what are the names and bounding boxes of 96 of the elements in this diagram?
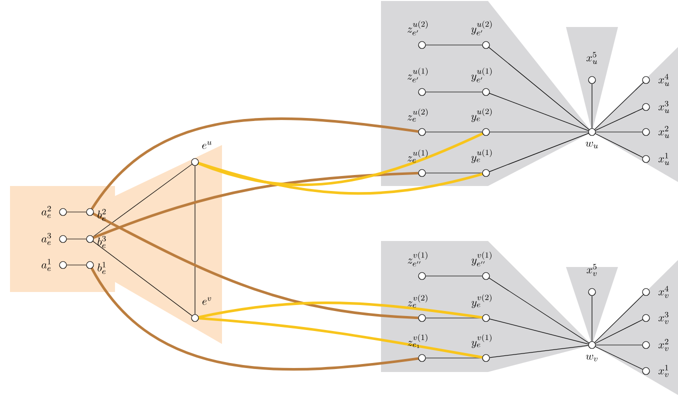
edge bbox=[90, 268, 418, 371]
node-label: $x_v^4$ bbox=[658, 286, 668, 298]
node-label: $y_{e}^{v(2)}$ bbox=[472, 294, 492, 308]
node-label: $z_{e'}^{u(2)}$ bbox=[408, 20, 428, 36]
node-label: $x_v^2$ bbox=[658, 338, 668, 351]
edge bbox=[489, 93, 589, 131]
node-label: $e^u$ bbox=[202, 141, 212, 149]
node-label: $z_{e'}^{u(1)}$ bbox=[408, 68, 428, 82]
vertex: $y_{e'}^{u(2)}$ bbox=[471, 20, 492, 49]
node-label: $w_u$ bbox=[586, 142, 598, 148]
vertex: $y_{e}^{v(1)}$ bbox=[472, 334, 492, 362]
edge bbox=[489, 345, 589, 358]
edge bbox=[595, 319, 643, 344]
node-label: $z_{e}^{u(2)}$ bbox=[408, 108, 428, 122]
vertex: $z_{e}^{u(2)}$ bbox=[408, 108, 428, 136]
edge bbox=[595, 344, 643, 346]
vertex: $e^u$ bbox=[191, 141, 212, 166]
node-label: $b_e^3$ bbox=[98, 236, 106, 248]
edge bbox=[425, 44, 483, 46]
vertex: $a_e^1$ bbox=[42, 258, 67, 271]
node-label: $b_e^1$ bbox=[98, 262, 106, 274]
vertex: $x_v^2$ bbox=[642, 338, 668, 351]
edge bbox=[92, 240, 192, 316]
vertex: $a_e^3$ bbox=[42, 232, 67, 245]
node-label: $x_u^4$ bbox=[658, 74, 670, 86]
edge bbox=[489, 133, 589, 172]
vertex: $x_v^4$ bbox=[642, 286, 668, 298]
edge bbox=[489, 318, 589, 344]
node-label: $x_u^3$ bbox=[658, 100, 670, 113]
edge bbox=[198, 316, 483, 359]
edge bbox=[90, 118, 419, 210]
node-label: $x_v^5$ bbox=[586, 264, 597, 276]
vertex: $w_v$ bbox=[586, 341, 598, 362]
edge bbox=[425, 172, 483, 174]
node-label: $w_v$ bbox=[586, 354, 598, 362]
vertex: $z_{e}^{u(1)}$ bbox=[408, 150, 428, 177]
vertex: $x_u^5$ bbox=[586, 52, 598, 84]
vertex: $b_e^3$ bbox=[86, 235, 106, 248]
edge bbox=[198, 162, 483, 195]
vertex: $y_{e'}^{u(1)}$ bbox=[471, 68, 492, 96]
vertex: $y_{e}^{u(1)}$ bbox=[471, 149, 492, 177]
node-label: $y_{e}^{v(1)}$ bbox=[472, 334, 492, 348]
edge bbox=[488, 47, 590, 130]
node-label: $e^v$ bbox=[202, 297, 212, 305]
node-label: $a_e^1$ bbox=[42, 258, 51, 271]
vertex: $y_{e}^{v(2)}$ bbox=[472, 294, 492, 322]
vertex: $z_{e'}^{u(1)}$ bbox=[408, 68, 428, 96]
vertex: $y_{e}^{u(2)}$ bbox=[471, 108, 492, 136]
node-label: $y_{e''}^{v(1)}$ bbox=[472, 252, 492, 266]
node-label: $z_{e}^{v(2)}$ bbox=[408, 294, 428, 308]
edge bbox=[92, 212, 418, 320]
edge bbox=[66, 264, 87, 266]
node-label: $z_{e_1}^{v(1)}$ bbox=[408, 334, 428, 348]
edge bbox=[594, 82, 644, 130]
vertex: $x_v^5$ bbox=[586, 264, 597, 296]
node-label: $b_e^2$ bbox=[98, 208, 106, 221]
edge bbox=[92, 172, 418, 239]
vertex: $z_{e'}^{u(2)}$ bbox=[408, 20, 428, 49]
edge bbox=[198, 302, 483, 319]
node-label: $x_u^2$ bbox=[658, 126, 670, 138]
vertex: $y_{e''}^{v(1)}$ bbox=[472, 252, 492, 280]
node-label: $y_{e}^{u(1)}$ bbox=[471, 149, 492, 164]
edge bbox=[488, 278, 590, 344]
node-label: $x_v^3$ bbox=[658, 312, 668, 324]
vertex: $x_u^3$ bbox=[642, 100, 670, 113]
edge bbox=[66, 238, 87, 240]
edge bbox=[194, 165, 196, 315]
vertex: $x_v^1$ bbox=[642, 364, 668, 377]
node-label: $x_u^1$ bbox=[658, 152, 670, 165]
node-label: $y_{e'}^{u(2)}$ bbox=[471, 20, 492, 36]
node-label: $z_{e}^{u(1)}$ bbox=[408, 149, 428, 163]
vertex: $z_{e_1}^{v(1)}$ bbox=[408, 334, 428, 362]
edge bbox=[595, 108, 643, 131]
edge bbox=[92, 164, 192, 238]
node-label: $x_v^1$ bbox=[658, 364, 668, 377]
vertex: $e^v$ bbox=[191, 297, 212, 322]
edge bbox=[594, 294, 644, 343]
vertex: $x_v^3$ bbox=[642, 312, 668, 324]
node-label: $a_e^3$ bbox=[42, 232, 51, 245]
vertex: $z_{e''}^{v(1)}$ bbox=[408, 252, 428, 280]
node-label: $a_e^2$ bbox=[42, 206, 51, 218]
vertex: $x_u^1$ bbox=[642, 152, 670, 165]
vertex: $x_u^4$ bbox=[642, 74, 670, 86]
edge bbox=[595, 133, 643, 158]
node-label: $y_{e'}^{u(1)}$ bbox=[471, 68, 492, 82]
vertex: $z_{e}^{v(2)}$ bbox=[408, 294, 428, 322]
edge bbox=[198, 132, 484, 186]
vertex: $b_e^1$ bbox=[86, 261, 106, 274]
vertex: $w_u$ bbox=[586, 128, 598, 148]
node-label: $x_u^5$ bbox=[586, 52, 598, 64]
vertex: $x_u^2$ bbox=[642, 126, 670, 138]
vertex: $b_e^2$ bbox=[86, 208, 106, 221]
node-label: $y_{e}^{u(2)}$ bbox=[471, 108, 492, 122]
node-label: $z_{e''}^{v(1)}$ bbox=[408, 252, 428, 266]
edge bbox=[595, 346, 643, 370]
vertex: $a_e^2$ bbox=[42, 206, 67, 218]
